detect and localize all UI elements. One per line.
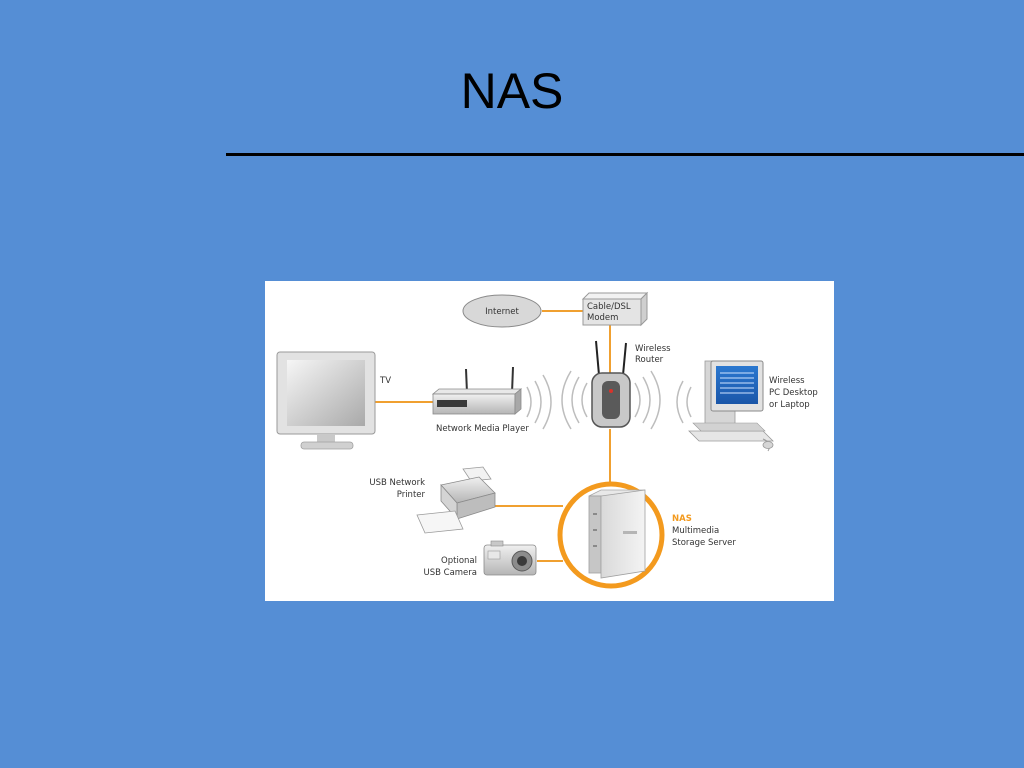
usb-network-printer-icon [416, 466, 496, 534]
media-player-label: Network Media Player [436, 424, 529, 434]
router-label-line2: Router [635, 355, 664, 365]
tv-icon [276, 351, 376, 450]
slide-title: NAS [460, 63, 564, 119]
wireless-pc-icon [688, 360, 774, 452]
router-signal-left-icon [561, 370, 588, 430]
modem-label-line1: Cable/DSL [587, 302, 631, 312]
nas-network-diagram: Internet Cable/DSL Modem Wireless Router [265, 281, 834, 601]
router-signal-right-icon [634, 370, 661, 430]
camera-label-line2: USB Camera [423, 568, 477, 578]
network-media-player-icon [431, 366, 523, 415]
nas-label-title: NAS [672, 514, 692, 524]
internet-label: Internet [485, 307, 519, 317]
printer-label-line2: Printer [397, 490, 426, 500]
usb-camera-icon [483, 540, 537, 576]
title-divider [226, 153, 1024, 156]
pc-signal-icon [676, 380, 692, 424]
router-label-line1: Wireless [635, 344, 671, 354]
media-player-signal-icon [526, 374, 552, 430]
connection-lines [375, 310, 611, 562]
nas-storage-server-icon [557, 481, 665, 589]
pc-label-line1: Wireless [769, 376, 805, 386]
tv-label: TV [379, 376, 391, 386]
printer-label-line1: USB Network [369, 478, 425, 488]
nas-label-line2: Storage Server [672, 538, 736, 548]
internet-node: Internet [462, 294, 542, 328]
modem-label-line2: Modem [587, 313, 618, 323]
wireless-router: Wireless Router [561, 340, 671, 430]
pc-label-line2: PC Desktop [769, 388, 818, 398]
camera-label-line1: Optional [441, 556, 477, 566]
modem-node: Cable/DSL Modem [581, 291, 649, 327]
nas-label-line1: Multimedia [672, 526, 719, 536]
pc-label-line3: or Laptop [769, 400, 810, 410]
